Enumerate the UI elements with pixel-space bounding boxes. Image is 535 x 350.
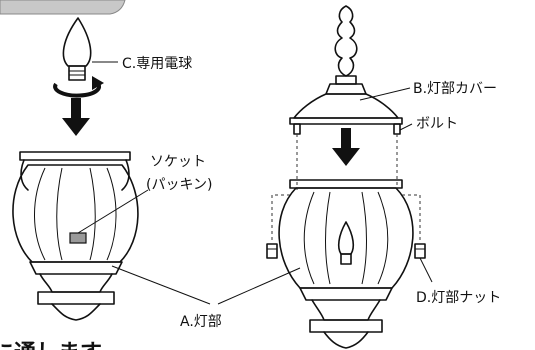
lamp-body-right bbox=[278, 179, 414, 349]
header-tab bbox=[0, 0, 126, 15]
nut-left bbox=[266, 243, 278, 259]
finial-cover bbox=[289, 5, 403, 135]
down-arrow-icon bbox=[62, 98, 90, 136]
bulb-icon bbox=[62, 17, 92, 81]
lamp-body-left bbox=[12, 151, 139, 321]
socket-gasket bbox=[69, 232, 87, 244]
lamp-part-label: A.灯部 bbox=[180, 314, 222, 330]
nut-right bbox=[414, 243, 426, 259]
bolt-label: ボルト bbox=[416, 116, 458, 132]
down-arrow-icon-right bbox=[332, 128, 360, 166]
footer-text: に通します bbox=[0, 341, 102, 350]
socket-label: ソケット bbox=[150, 154, 206, 170]
rotate-arrow-icon bbox=[53, 76, 104, 98]
nut-label: D.灯部ナット bbox=[416, 290, 501, 306]
socket-sub-label: (パッキン) bbox=[146, 177, 213, 193]
cover-label: B.灯部カバー bbox=[413, 81, 497, 97]
bulb-label: C.専用電球 bbox=[122, 56, 192, 72]
